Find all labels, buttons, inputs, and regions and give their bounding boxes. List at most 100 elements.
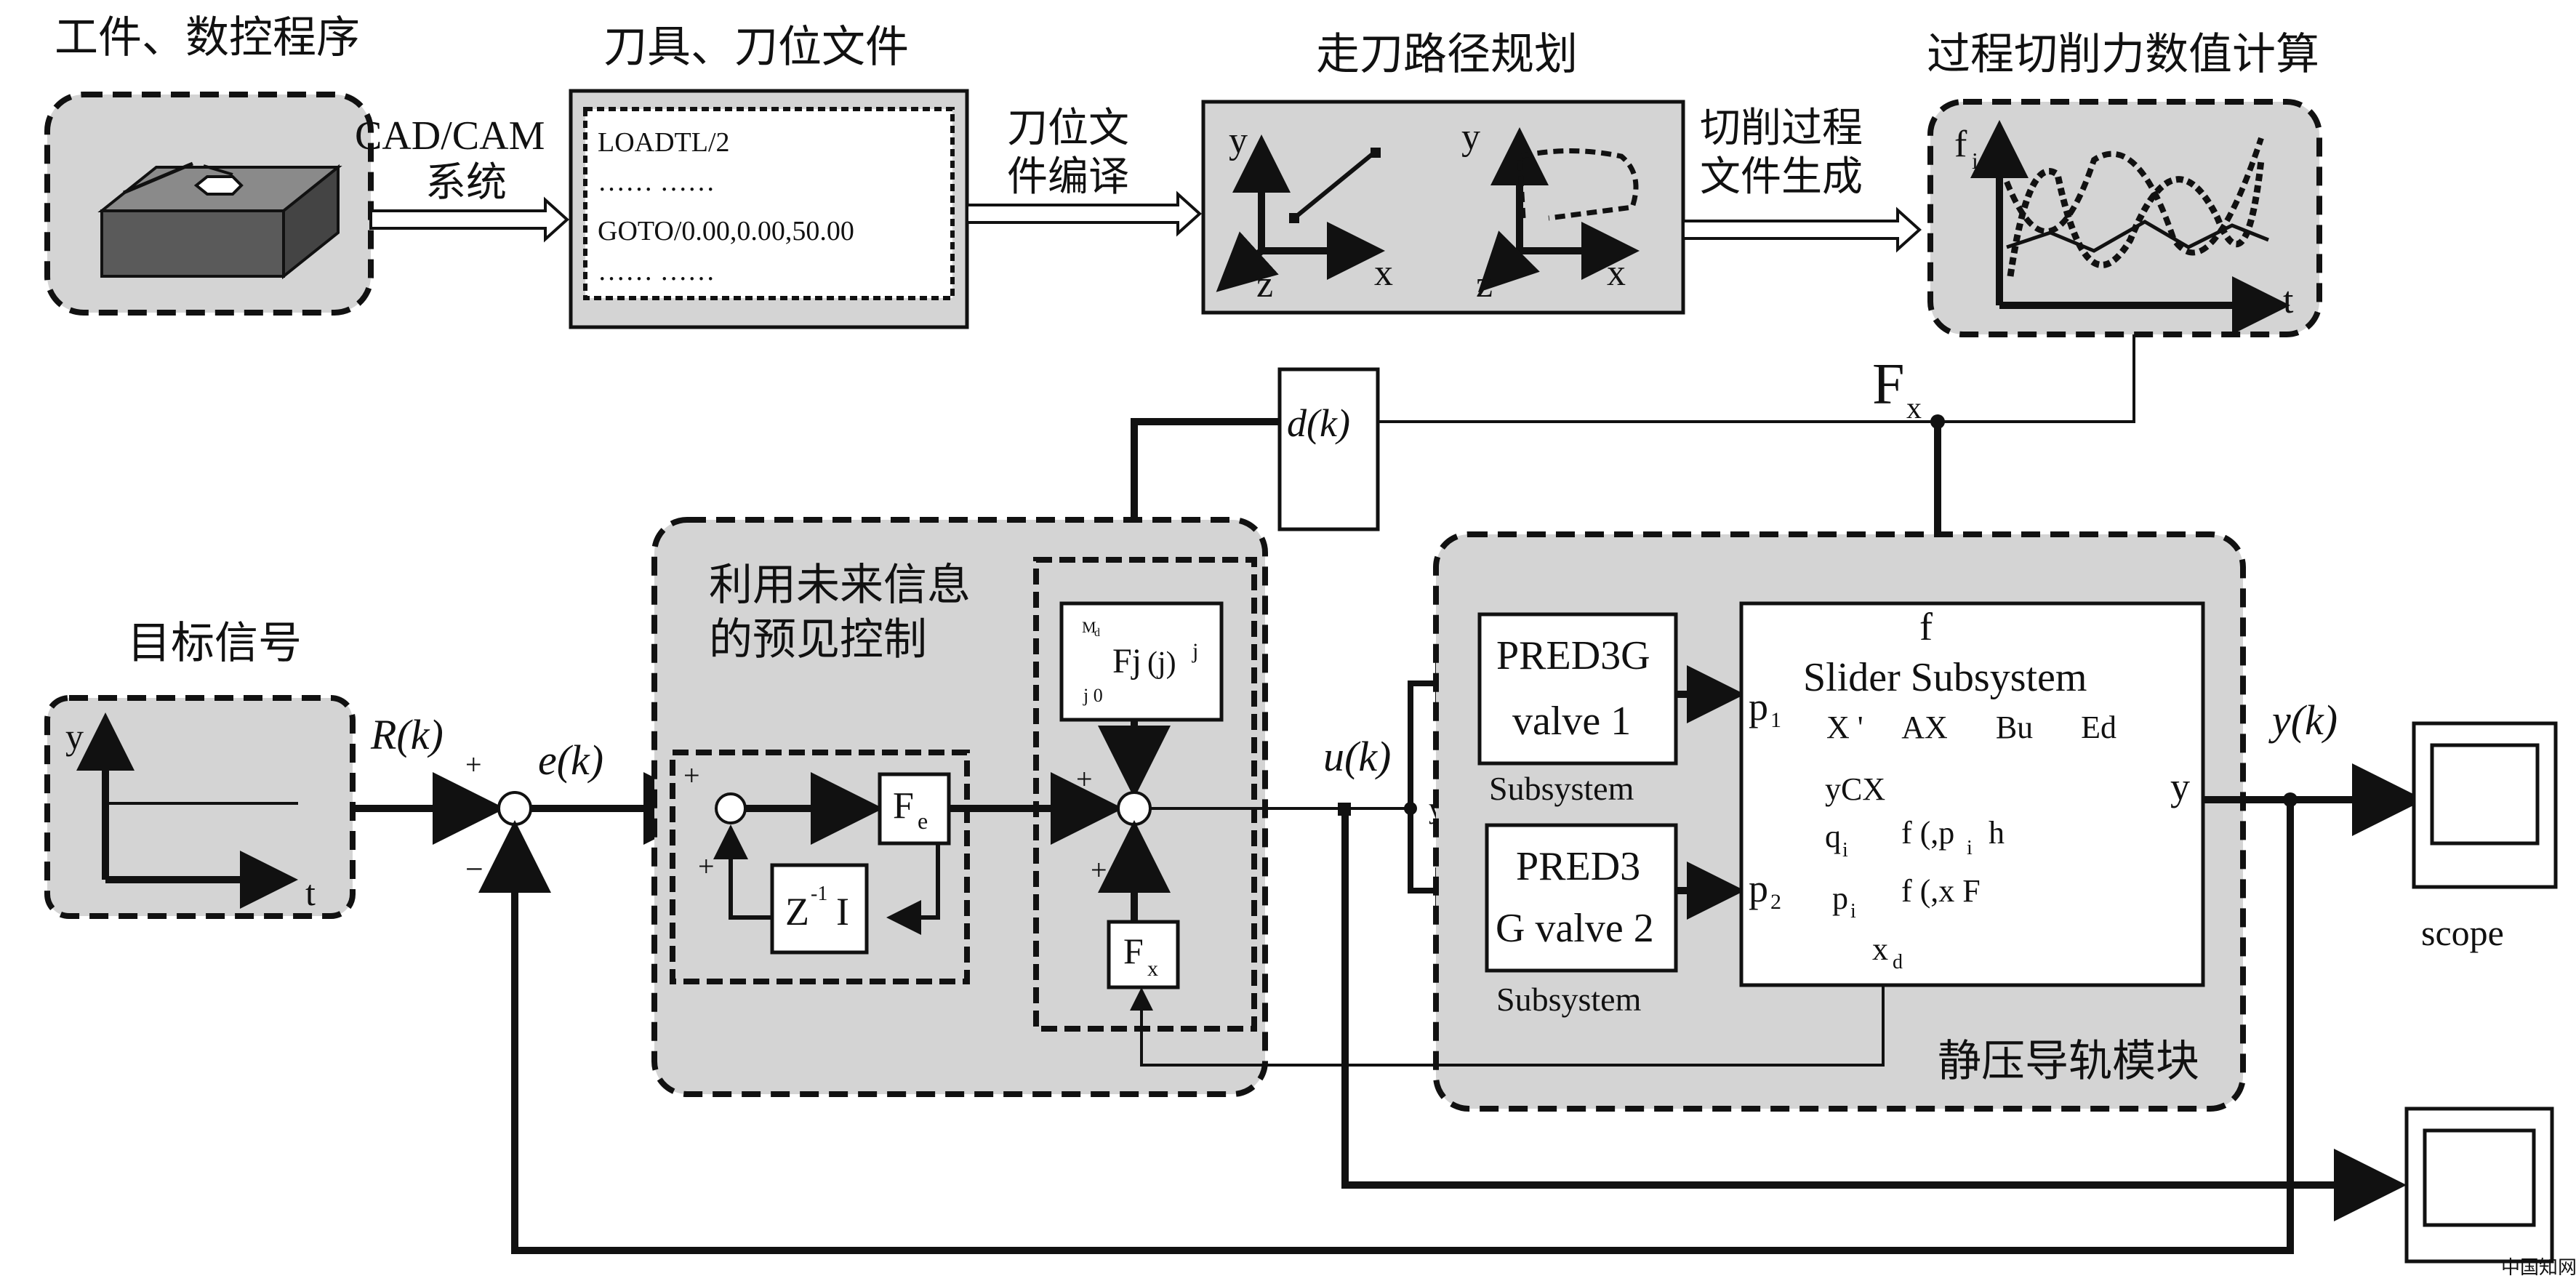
sum1-minus: − [465,851,483,887]
valve2-line1: PRED3 [1516,844,1640,889]
fx-block-sub: x [1147,957,1158,981]
z1-to-sum-line [713,824,772,920]
path-axis-y-1: y [1229,120,1248,161]
target-title: 目标信号 [127,618,302,669]
slider-qi-sub: i [1842,839,1848,862]
slider-fp-sub: i [1967,837,1973,859]
target-axis-t: t [305,872,316,913]
valve2-sub: Subsystem [1496,981,1642,1018]
watermark: 中国知网 [2501,1257,2576,1279]
valve1-block [1477,612,1678,766]
fj-mid: (j) [1147,646,1176,680]
fe-label: F [893,785,914,827]
path-axis-x-1: x [1374,252,1393,294]
preview-title-1: 利用未来信息 [709,560,971,611]
path-axis-z-1: z [1256,264,1273,305]
hollow-arrow-1 [369,196,569,243]
valve2-block [1485,823,1678,973]
fj-sup-sub: d [1094,627,1100,639]
sum-junction-3 [1117,791,1152,826]
slider-pi: p [1832,880,1848,916]
valve1-line1: PRED3G [1496,633,1650,678]
fx-feed-line [1134,334,2135,423]
slider-fp: f (,p [1901,815,1954,851]
fx-block-label: F [1123,931,1144,971]
z1-block [770,863,869,955]
sum2-plus-top: + [683,759,700,792]
cadcam-system-label: 系统 [425,159,507,206]
scope-1-icon [2412,721,2558,889]
sum3-plus-bottom: + [1091,854,1107,886]
sum3-plus-left: + [1076,763,1093,795]
sum-junction-1 [497,791,532,826]
valve2-line2: G valve 2 [1496,906,1654,951]
cl-line-4: …… …… [598,256,715,286]
gen-label-2: 文件生成 [1700,153,1863,201]
fx-signal-label: F [1872,353,1905,417]
valve1-line2: valve 1 [1512,699,1631,744]
slider-row1: X ' AX Bu Ed [1826,710,2116,745]
port-p1: p [1749,685,1768,728]
rk-label: R(k) [370,711,444,758]
cadcam-label: CAD/CAM [355,113,545,158]
compile-label-2: 件编译 [1007,153,1129,201]
preview-inner-loop-box [670,750,970,984]
target-step-icon [76,712,298,909]
port-p2-sub: 2 [1770,890,1781,914]
port-p2: p [1749,867,1768,910]
preview-right-box [1033,557,1257,1032]
dk-label: d(k) [1287,401,1350,445]
fj-block [1059,601,1224,722]
fj-main: Fj [1112,642,1141,680]
slider-title: Slider Subsystem [1803,655,2087,700]
hollow-arrow-2 [966,190,1202,237]
path-axes-right-icon [1477,127,1640,293]
sum-junction-2 [715,792,747,824]
valve1-sub: Subsystem [1489,770,1634,807]
gen-label-1: 切削过程 [1700,105,1863,152]
slider-qi: q [1825,819,1841,854]
guide-title: 静压导轨模块 [1938,1036,2199,1087]
fe-sub: e [918,808,928,834]
slider-fxd: f (,x F [1901,873,1981,909]
fe-block [878,772,951,846]
path-axes-left-icon [1216,134,1385,292]
fj-j0: j 0 [1083,685,1103,706]
cl-line-1: LOADTL/2 [598,127,730,158]
force-panel [1927,99,2322,337]
cl-line-2: …… …… [598,166,715,197]
ek-label: e(k) [538,736,603,784]
path-axis-z-2: z [1476,264,1493,305]
z1-label: Z [785,890,809,933]
sum2-plus-bottom: + [698,850,715,883]
path-axis-x-2: x [1607,252,1626,294]
force-axis-f-sub: i [1972,148,1978,174]
compile-label-1: 刀位文 [1007,105,1129,152]
cl-file-text-area [583,107,955,300]
preview-title-2: 的预见控制 [709,614,927,665]
slider-xd: x [1872,931,1888,967]
uk-to-scope2-line [1341,809,2407,1221]
fx-block [1107,920,1180,989]
fj-j: j [1192,639,1198,663]
scope-label: scope [2421,912,2504,953]
sum1-plus: + [465,748,482,781]
z1-tail: I [836,890,849,933]
dk-box [1277,367,1380,531]
fj-sup: M [1082,618,1096,636]
slider-f: f [1919,605,1933,648]
force-plot-icon [1970,120,2290,334]
force-axis-f: f [1954,124,1967,165]
z1-sup: -1 [811,883,827,905]
path-title: 走刀路径规划 [1316,29,1578,80]
fx-signal-sub: x [1906,392,1922,425]
workpiece-block-icon [97,161,342,280]
cl-line-3: GOTO/0.00,0.00,50.00 [598,216,854,246]
slider-pi-sub: i [1850,900,1856,923]
output-feedback-line [478,800,2294,1254]
slider-subsystem-block [1739,601,2205,987]
slider-ycx: yCX [1825,771,1885,807]
path-axis-y-2: y [1461,116,1480,158]
force-title: 过程切削力数值计算 [1927,29,2319,80]
